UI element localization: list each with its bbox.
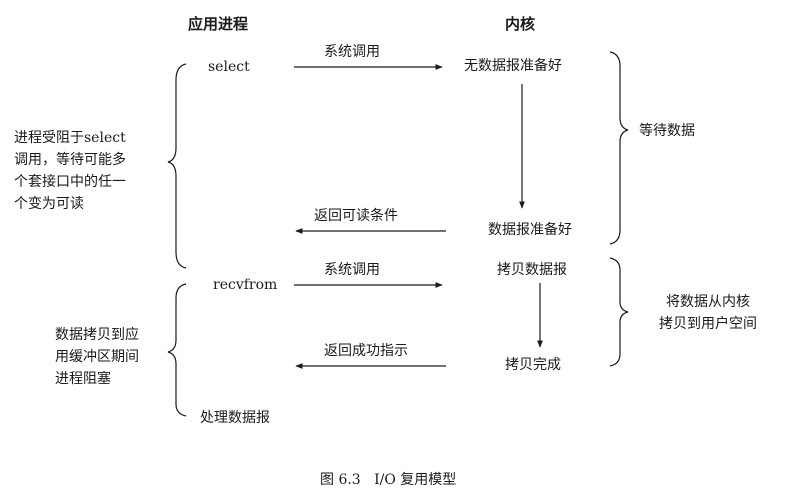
note-copy-to-user: 将数据从内核 拷贝到用户空间 <box>638 291 778 335</box>
left-brace-select-block <box>167 63 187 269</box>
message-syscall-1: 系统调用 <box>324 44 380 60</box>
app-step-recvfrom: recvfrom <box>213 277 278 293</box>
figure-number: 图 6.3 <box>320 472 361 488</box>
note-line: 调用，等待可能多 <box>14 152 126 168</box>
note-line: 个套接口中的任一 <box>14 174 126 190</box>
note-line: 进程阻塞 <box>55 371 111 387</box>
figure-caption: 图 6.3 I/O 复用模型 <box>320 473 456 487</box>
kernel-state-no-datagram-ready: 无数据报准备好 <box>464 58 562 74</box>
kernel-state-copy-complete: 拷贝完成 <box>505 357 561 373</box>
note-line: 进程受阻于select <box>14 130 126 146</box>
message-syscall-2: 系统调用 <box>324 262 380 278</box>
header-app-process: 应用进程 <box>188 15 249 33</box>
kernel-state-copy-datagram: 拷贝数据报 <box>497 262 567 278</box>
note-line: 拷贝到用户空间 <box>659 316 757 332</box>
note-blocked-during-copy: 数据拷贝到应 用缓冲区期间 进程阻塞 <box>55 324 165 390</box>
right-brace-copy-data <box>609 257 629 367</box>
message-return-success: 返回成功指示 <box>324 343 408 359</box>
note-blocked-in-select: 进程受阻于select 调用，等待可能多 个套接口中的任一 个变为可读 <box>14 127 164 215</box>
app-step-process-datagram: 处理数据报 <box>200 410 270 426</box>
figure-title: I/O 复用模型 <box>374 472 457 488</box>
app-step-select: select <box>208 59 250 75</box>
kernel-state-datagram-ready: 数据报准备好 <box>488 222 572 238</box>
message-return-readable: 返回可读条件 <box>314 208 398 224</box>
note-line: 用缓冲区期间 <box>55 349 139 365</box>
note-line: 个变为可读 <box>14 196 84 212</box>
note-wait-for-data: 等待数据 <box>639 123 695 139</box>
left-brace-copy-block <box>167 283 187 417</box>
note-line: 数据拷贝到应 <box>55 327 139 343</box>
header-kernel: 内核 <box>505 15 536 33</box>
right-brace-wait-data <box>609 51 629 245</box>
note-line: 将数据从内核 <box>666 294 750 310</box>
